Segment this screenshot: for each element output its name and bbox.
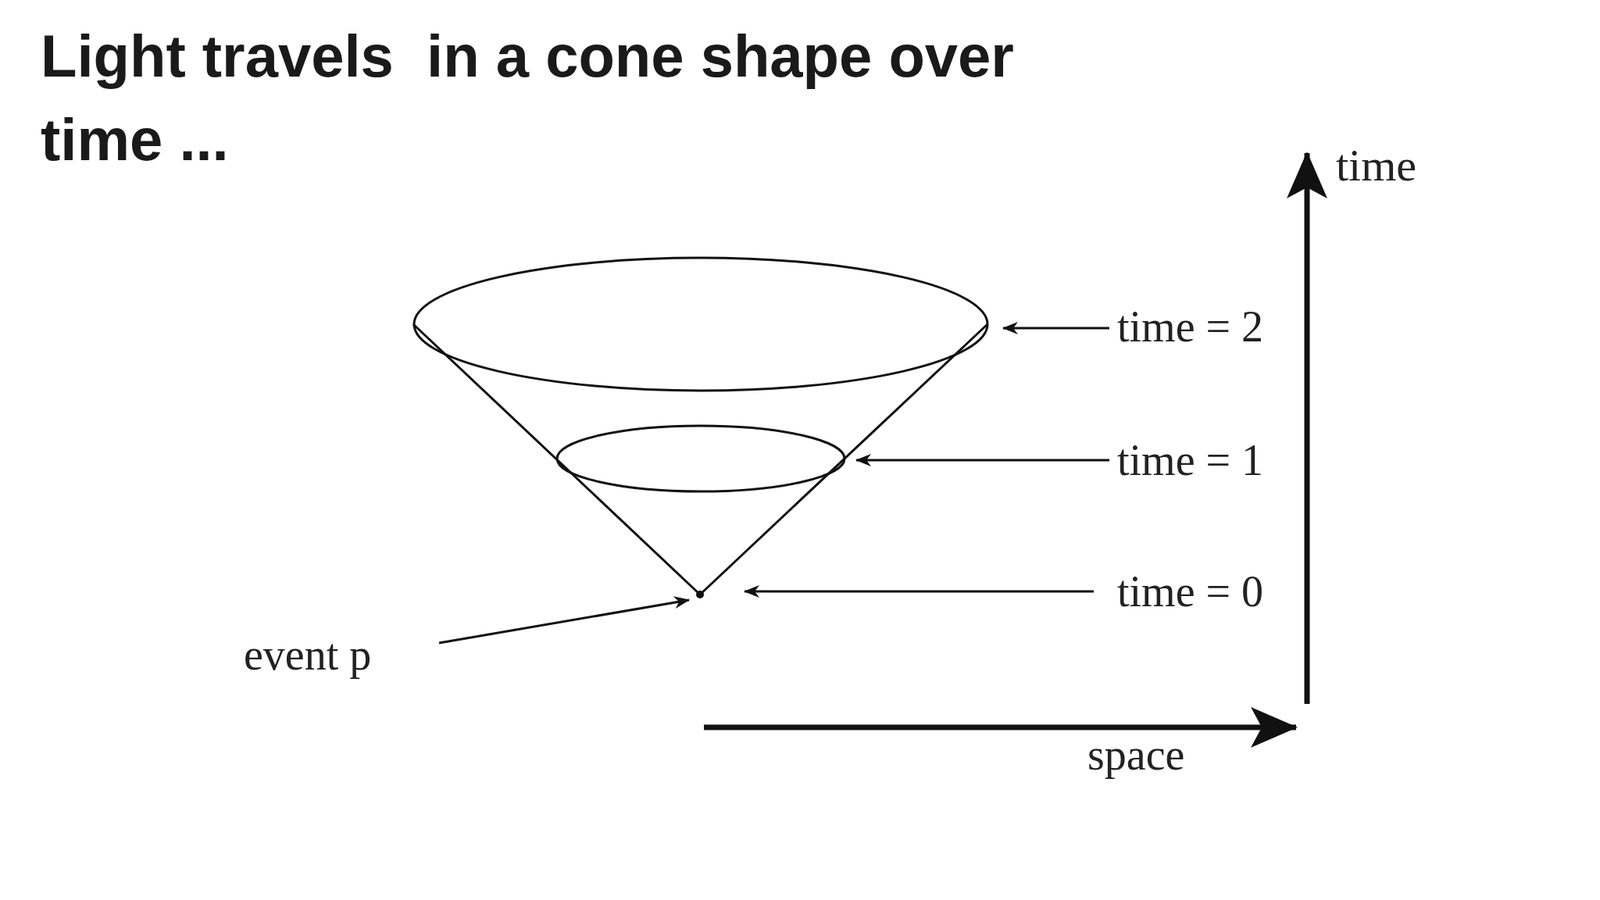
light-front-ellipse [414, 257, 988, 391]
time-label: time = 0 [1117, 569, 1264, 614]
event-dot [696, 590, 704, 599]
title: Light travels in a cone shape over time … [40, 14, 1072, 182]
leader-arrow [439, 600, 690, 643]
light-front-ellipse [557, 425, 845, 492]
time-label: time = 1 [1117, 438, 1264, 483]
event-label: event p [243, 632, 372, 677]
leader-arrow [856, 459, 1110, 462]
leader-arrow [744, 590, 1094, 593]
time-label: time = 2 [1117, 304, 1264, 349]
leader-arrow [1003, 327, 1110, 330]
axis-label: space [1087, 732, 1185, 777]
time-axis [1304, 153, 1311, 704]
space-axis [703, 725, 1297, 731]
axis-label: time [1335, 142, 1417, 189]
